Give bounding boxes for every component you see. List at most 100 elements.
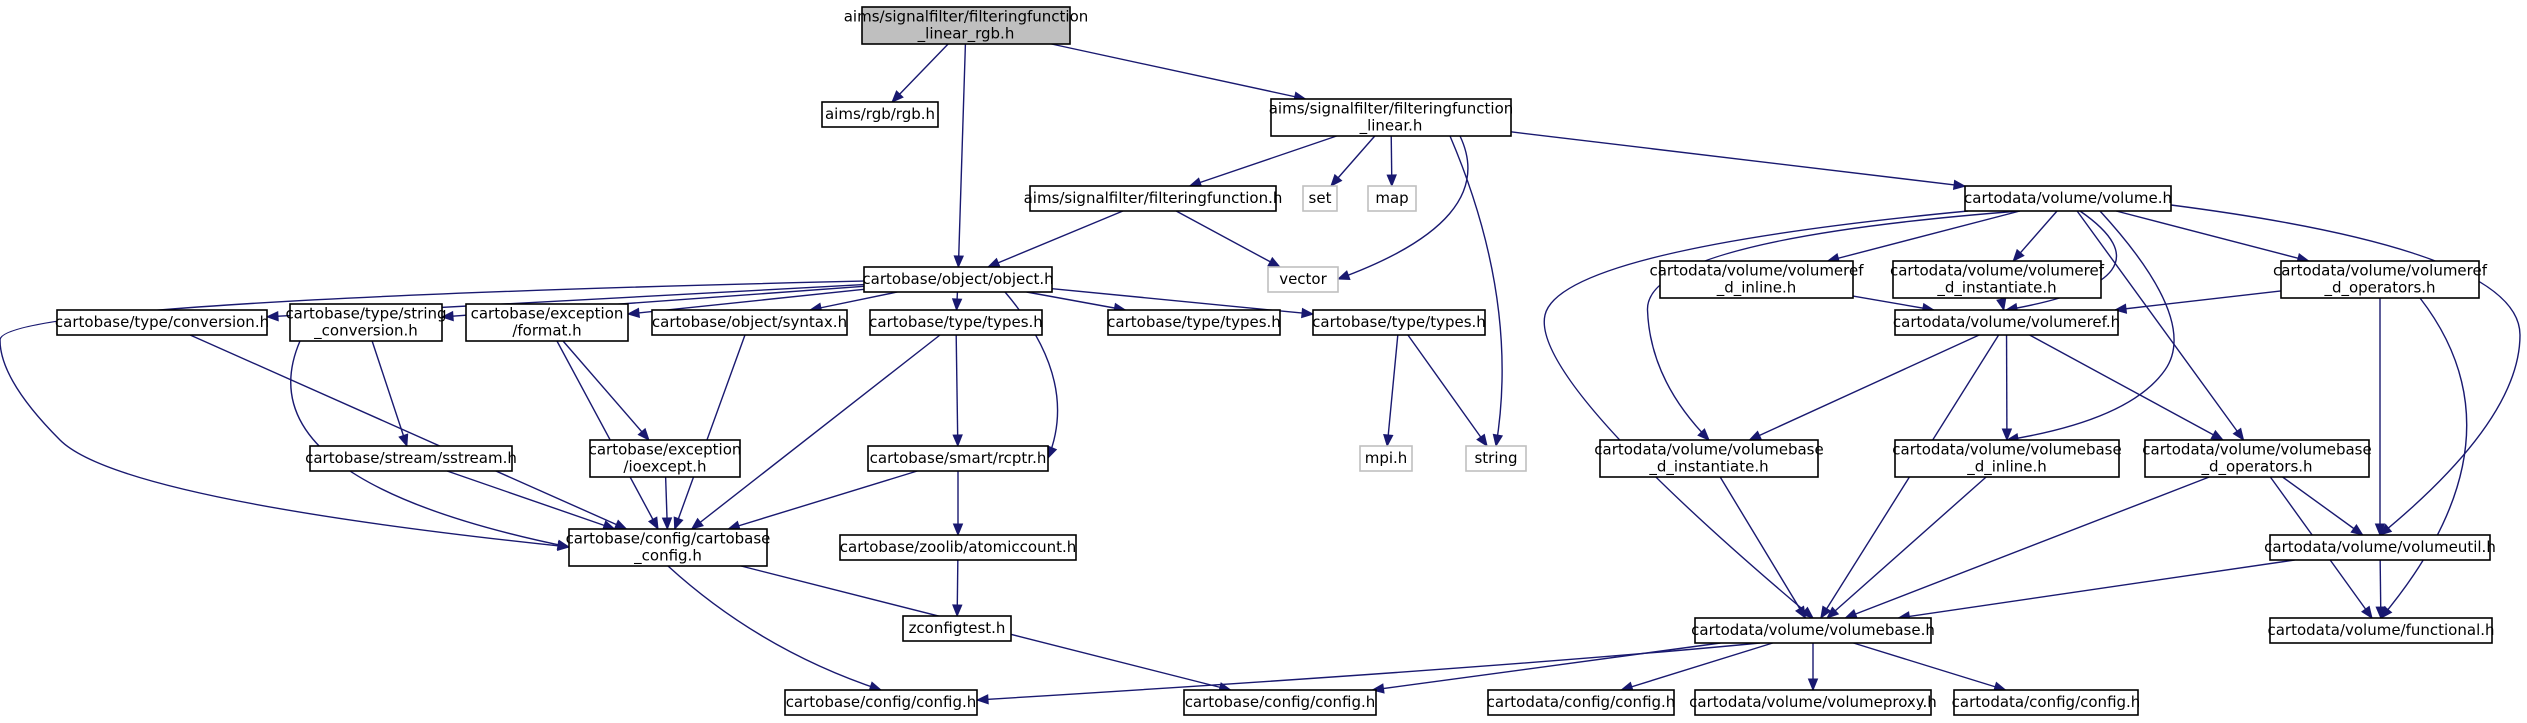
node-types2[interactable]: cartobase/type/types.h (1107, 309, 1281, 336)
node-box (465, 303, 629, 342)
node-box (1694, 689, 1932, 716)
node-functional[interactable]: cartodata/volume/functional.h (2267, 617, 2495, 644)
arrowhead (661, 517, 673, 531)
node-volumebase[interactable]: cartodata/volume/volumebase.h (1691, 617, 1935, 644)
node-box (2269, 617, 2493, 644)
node-ffl[interactable]: aims/signalfilter/filteringfunction_line… (1269, 98, 1514, 137)
node-rcptr[interactable]: cartobase/smart/rcptr.h (867, 445, 1049, 472)
edge-strconv-to-sstream (371, 340, 409, 448)
node-ioexcept[interactable]: cartobase/exception/ioexcept.h (589, 439, 742, 478)
node-box (651, 309, 848, 336)
node-label: cartobase/exception (589, 441, 742, 459)
node-label: _d_instantiate.h (1648, 458, 1768, 477)
node-volumeutil[interactable]: cartodata/volume/volumeutil.h (2264, 534, 2496, 561)
node-box (2144, 439, 2370, 478)
edge-line (891, 43, 949, 103)
arrowhead (1371, 683, 1385, 694)
node-box (839, 534, 1077, 561)
node-box (1267, 266, 1339, 293)
arrowhead (1476, 433, 1488, 448)
node-volume[interactable]: cartodata/volume/volume.h (1964, 185, 2172, 212)
edge-conversion-to-cbconfig (189, 334, 628, 530)
edge-line (2076, 210, 2245, 441)
node-label: aims/signalfilter/filteringfunction (844, 8, 1089, 26)
node-box (869, 309, 1043, 336)
edge-vref_ops-to-volumeutil (2374, 298, 2386, 537)
edge-atomic-to-zconfig (952, 559, 963, 618)
node-label: cartobase/config/config.h (786, 693, 977, 711)
node-box (2269, 534, 2491, 561)
edge-line (371, 340, 408, 447)
node-label: _d_operators.h (2323, 279, 2435, 298)
node-mpi[interactable]: mpi.h (1359, 445, 1413, 472)
node-proxy[interactable]: cartodata/volume/volumeproxy.h (1689, 689, 1937, 716)
node-atomic[interactable]: cartobase/zoolib/atomiccount.h (839, 534, 1077, 561)
arrowhead (2350, 524, 2364, 536)
node-zconfig[interactable]: zconfigtest.h (902, 615, 1012, 642)
node-string[interactable]: string (1465, 445, 1527, 472)
node-vbase_inline[interactable]: cartodata/volume/volumebase_d_inline.h (1892, 439, 2122, 478)
node-label: cartodata/volume/volumeref (1649, 262, 1864, 280)
edge-line (1051, 43, 1306, 100)
edge-volumeref-to-vbase_inst (1748, 334, 1980, 441)
edge-line (691, 334, 941, 530)
node-syntax[interactable]: cartobase/object/syntax.h (651, 309, 848, 336)
node-vref_inline[interactable]: cartodata/volume/volumeref_d_inline.h (1649, 260, 1864, 299)
node-object[interactable]: cartobase/object/object.h (862, 266, 1054, 293)
node-label: cartodata/config/config.h (1952, 693, 2141, 711)
arrowhead (556, 539, 571, 550)
node-types1[interactable]: cartobase/type/types.h (869, 309, 1043, 336)
node-strconv[interactable]: cartobase/type/string_conversion.h (285, 303, 447, 342)
node-config2[interactable]: cartobase/config/config.h (1183, 689, 1377, 716)
edge-line (1510, 131, 1966, 187)
edge-line (674, 334, 746, 530)
arrowhead (440, 310, 454, 322)
edge-line (2029, 334, 2224, 441)
edge-volume-to-vref_inline (1826, 210, 2021, 264)
node-types3[interactable]: cartobase/type/types.h (1312, 309, 1486, 336)
node-vbase_inst[interactable]: cartodata/volume/volumebase_d_instantiat… (1594, 439, 1824, 478)
edge-line (1621, 642, 1773, 691)
node-label: cartobase/type/conversion.h (55, 313, 269, 331)
node-label: _conversion.h (313, 322, 418, 341)
node-vref_ops[interactable]: cartodata/volume/volumeref_d_operators.h (2273, 260, 2488, 299)
node-conversion[interactable]: cartobase/type/conversion.h (55, 309, 269, 336)
node-label: _config.h (633, 547, 702, 566)
node-label: cartobase/zoolib/atomiccount.h (840, 538, 1076, 556)
node-label: cartodata/volume/volumeref (1890, 262, 2105, 280)
node-set[interactable]: set (1302, 185, 1338, 212)
node-ff[interactable]: aims/signalfilter/filteringfunction.h (1024, 185, 1283, 212)
node-box (1953, 689, 2139, 716)
node-label: cartodata/volume/volumebase (1594, 441, 1823, 459)
node-box (902, 615, 1012, 642)
node-vref_inst[interactable]: cartodata/volume/volumeref_d_instantiate… (1890, 260, 2105, 299)
node-config1[interactable]: cartobase/config/config.h (784, 689, 978, 716)
node-vbase_ops[interactable]: cartodata/volume/volumebase_d_operators.… (2142, 439, 2372, 478)
node-rgb[interactable]: aims/rgb/rgb.h (821, 101, 939, 128)
node-map[interactable]: map (1367, 185, 1417, 212)
node-root[interactable]: aims/signalfilter/filteringfunction_line… (844, 6, 1089, 45)
edge-vbase_ops-to-volumeutil (2282, 476, 2364, 536)
node-label: cartodata/volume/volumeref.h (1893, 313, 2120, 331)
edge-vbase_ops-to-volumebase (1844, 476, 2210, 619)
edges-layer (0, 43, 2521, 705)
node-format[interactable]: cartobase/exception/format.h (465, 303, 629, 342)
node-label: aims/signalfilter/filteringfunction (1269, 100, 1514, 118)
arrowhead (673, 516, 684, 531)
node-vector[interactable]: vector (1267, 266, 1339, 293)
node-volumeref[interactable]: cartodata/volume/volumeref.h (1893, 309, 2120, 336)
edge-volumeref-to-vbase_inline (2001, 334, 2013, 442)
node-cdconfig2[interactable]: cartodata/config/config.h (1952, 689, 2141, 716)
node-label: cartobase/type/string (285, 305, 446, 323)
node-label: cartobase/stream/sstream.h (305, 449, 517, 467)
edge-line (2170, 204, 2521, 536)
node-label: cartodata/volume/volume.h (1964, 189, 2172, 207)
node-cbconfig[interactable]: cartobase/config/cartobase_config.h (566, 528, 771, 567)
node-cdconfig1[interactable]: cartodata/config/config.h (1487, 689, 1676, 716)
edge-ff-to-object (986, 210, 1124, 268)
node-sstream[interactable]: cartobase/stream/sstream.h (305, 445, 517, 472)
arrowhead (1820, 605, 1832, 620)
node-box (1465, 445, 1527, 472)
node-label: string (1474, 449, 1517, 467)
node-box (1659, 260, 1854, 299)
